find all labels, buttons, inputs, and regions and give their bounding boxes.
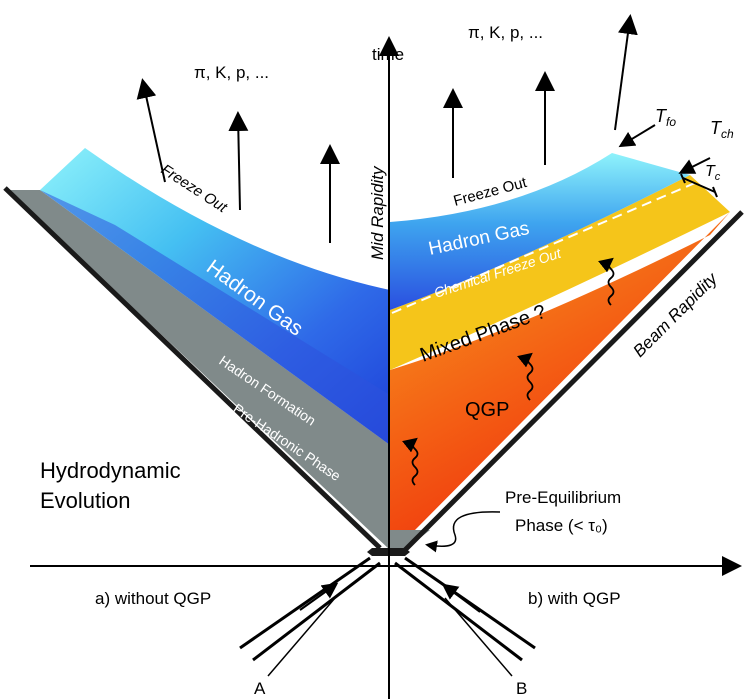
t-ch-label: Tch [710,118,734,141]
time-axis-label: time [372,45,404,64]
t-c-bracket [682,177,716,193]
beam-a-line-2 [252,561,381,662]
t-fo-label: Tfo [655,106,676,129]
left-hadron-formation-region [40,190,390,445]
particles-right-label: π, K, p, ... [468,23,543,42]
right-hadron-gas-region [390,153,690,310]
hydro-label-line2: Evolution [40,488,131,513]
particles-left-label: π, K, p, ... [194,63,269,82]
right-red-qgp-region [390,212,730,530]
t-fo-arrow [618,124,656,148]
beam-b-label: B [516,679,527,698]
t-c-label: Tc [705,163,721,183]
particle-arrow-right-3 [614,14,638,131]
right-mixed-phase-region [390,175,730,370]
beam-a-line-1 [239,556,371,650]
particle-arrow-left-1 [136,78,166,183]
qgp-label: QGP [465,399,509,421]
pre-equilibrium-line1: Pre-Equilibrium [505,488,621,507]
beam-b-arrow [441,583,481,613]
chemical-freeze-out-line [391,179,703,314]
left-light-cone-edge [3,186,382,550]
t-ch-arrow [678,157,711,174]
without-qgp-caption: a) without QGP [95,589,211,608]
t-c-bracket-end-2 [712,186,718,198]
beam-a-pointer [267,597,336,677]
with-qgp-caption: b) with QGP [528,589,621,608]
beam-a-arrow [299,582,339,611]
t-c-bracket-end-1 [680,173,686,184]
beam-b-line-1 [404,556,536,650]
particle-arrow-left-2 [228,111,249,211]
right-light-cone-edge [403,210,744,552]
hydro-label-line1: Hydrodynamic [40,458,181,483]
mid-rapidity-label: Mid Rapidity [368,165,387,260]
beam-b-line-2 [394,561,523,662]
photon-emissions [402,257,615,486]
pre-equilibrium-line2: Phase (< τ₀) [515,516,608,535]
pre-equilibrium-pointer [425,511,501,553]
beam-b-pointer [444,597,513,677]
beam-a-label: A [254,679,266,698]
